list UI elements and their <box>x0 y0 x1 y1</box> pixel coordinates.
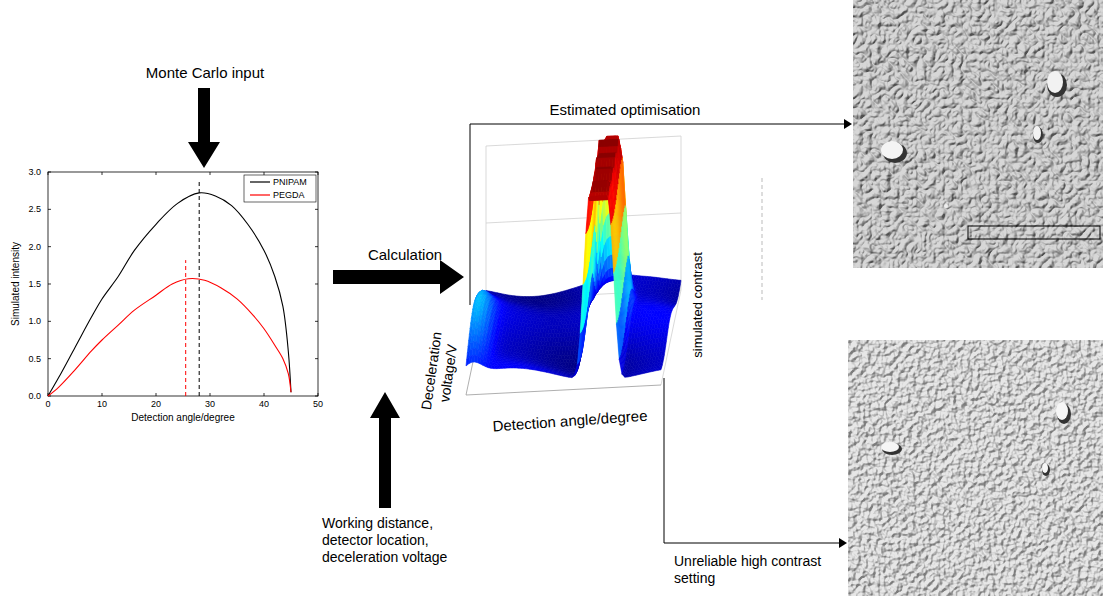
sem-image-bottom <box>848 340 1103 596</box>
plot-axis-line <box>466 300 486 395</box>
surface-patch <box>666 323 669 327</box>
particle <box>1056 402 1068 420</box>
data-curve <box>48 193 291 396</box>
axis-tick <box>48 321 51 322</box>
axis-tick <box>156 172 157 175</box>
scale-bar-frame <box>968 226 1100 239</box>
peak-marker <box>185 260 186 396</box>
parameter-arrow <box>370 392 400 508</box>
axis-tick <box>48 246 51 247</box>
line-chart <box>48 172 318 396</box>
axis-tick <box>48 172 49 175</box>
input-arrow <box>188 88 220 168</box>
axis-tick <box>315 396 318 397</box>
surface-patch <box>665 328 668 333</box>
axis-tick <box>315 321 318 322</box>
axis-tick <box>48 358 51 359</box>
axis-tick <box>315 171 318 172</box>
surface-patch <box>666 320 669 324</box>
plot-box-line <box>661 290 681 385</box>
surface-patch <box>672 305 675 307</box>
data-curve <box>48 279 291 396</box>
legend-box <box>244 175 316 202</box>
particle <box>944 204 948 208</box>
axis-tick <box>48 209 51 210</box>
axis-tick <box>48 283 51 284</box>
peak-marker <box>199 181 200 396</box>
legend-line-sample <box>250 194 270 195</box>
axis-tick <box>318 393 319 396</box>
surface-patch <box>664 337 667 342</box>
plot-box-line <box>486 136 681 146</box>
axis-tick <box>315 283 318 284</box>
axis-tick <box>210 172 211 175</box>
particle <box>1033 126 1041 140</box>
calculation-arrow <box>333 260 464 294</box>
legend-line-sample <box>250 181 270 182</box>
plot-frame <box>48 172 318 396</box>
axis-tick <box>264 172 265 175</box>
surface-patch <box>664 332 667 337</box>
axis-tick <box>210 393 211 396</box>
axis-tick <box>318 172 319 175</box>
axis-tick <box>48 171 51 172</box>
axis-tick <box>315 209 318 210</box>
particle-shadow <box>1042 464 1050 476</box>
particle-shadow <box>882 443 902 455</box>
surface-plot <box>466 136 681 395</box>
sem-image-top <box>853 0 1103 268</box>
surface-patch <box>668 313 671 316</box>
particle-shadow <box>1033 127 1043 143</box>
axis-tick <box>102 393 103 396</box>
surface-patch <box>667 316 670 319</box>
particle <box>881 442 899 452</box>
plot-axis-line <box>466 385 661 395</box>
axis-tick <box>315 246 318 247</box>
particle <box>1042 463 1048 473</box>
surface-patch <box>663 342 666 347</box>
surface-patch <box>677 284 680 288</box>
particle <box>1047 71 1063 93</box>
surface-patch <box>672 304 675 306</box>
particle <box>881 141 903 159</box>
axis-tick <box>315 358 318 359</box>
surface-patch <box>678 280 681 284</box>
plot-box-line <box>486 213 681 223</box>
axis-tick <box>156 393 157 396</box>
axis-tick <box>264 393 265 396</box>
axis-tick <box>102 172 103 175</box>
